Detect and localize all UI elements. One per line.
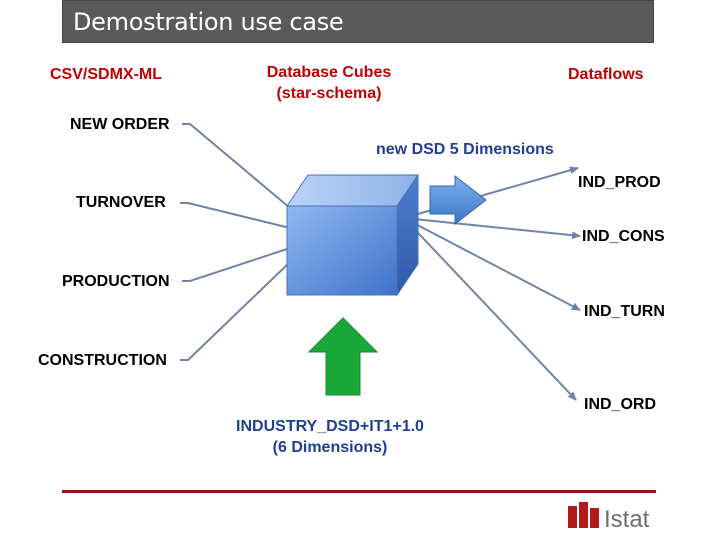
slide-title: Demostration use case <box>73 8 344 36</box>
input-label-construction: CONSTRUCTION <box>38 352 167 369</box>
blue-right-arrow-icon <box>429 174 487 226</box>
green-up-arrow-icon <box>307 317 379 396</box>
database-cube-icon <box>286 173 419 297</box>
header-database-cubes-line2: (star-schema) <box>276 85 382 102</box>
title-bar: Demostration use case <box>62 0 654 43</box>
header-database-cubes: Database Cubes (star-schema) <box>248 64 410 103</box>
industry-dsd-label: INDUSTRY_DSD+IT1+1.0 (6 Dimensions) <box>200 418 460 457</box>
footer-divider <box>62 490 656 493</box>
istat-logo-text: Istat <box>604 506 650 532</box>
output-label-ind-ord: IND_ORD <box>584 396 657 413</box>
industry-dsd-line2: (6 Dimensions) <box>272 439 388 456</box>
output-label-ind-prod: IND_PROD <box>578 174 661 191</box>
connector-ind-ord <box>403 217 577 401</box>
input-label-new-order: NEW ORDER <box>70 116 170 133</box>
header-dataflows: Dataflows <box>568 66 644 83</box>
connector-ind-cons <box>403 217 581 240</box>
connector-ind-turn <box>403 217 581 311</box>
output-label-ind-cons: IND_CONS <box>582 228 665 245</box>
connector-turnover <box>180 202 291 229</box>
header-csv-sdmx: CSV/SDMX-ML <box>50 66 162 83</box>
output-label-ind-turn: IND_TURN <box>584 303 665 320</box>
connector-construction <box>180 261 291 361</box>
istat-logo-icon: Istat <box>568 502 650 533</box>
input-label-production: PRODUCTION <box>62 273 170 290</box>
connector-new-order <box>182 123 291 209</box>
istat-logo: Istat <box>566 500 656 533</box>
connector-production <box>182 247 291 282</box>
header-database-cubes-line1: Database Cubes <box>266 64 392 81</box>
input-label-turnover: TURNOVER <box>76 194 166 211</box>
industry-dsd-line1: INDUSTRY_DSD+IT1+1.0 <box>236 418 424 435</box>
dsd-label: new DSD 5 Dimensions <box>376 141 554 158</box>
